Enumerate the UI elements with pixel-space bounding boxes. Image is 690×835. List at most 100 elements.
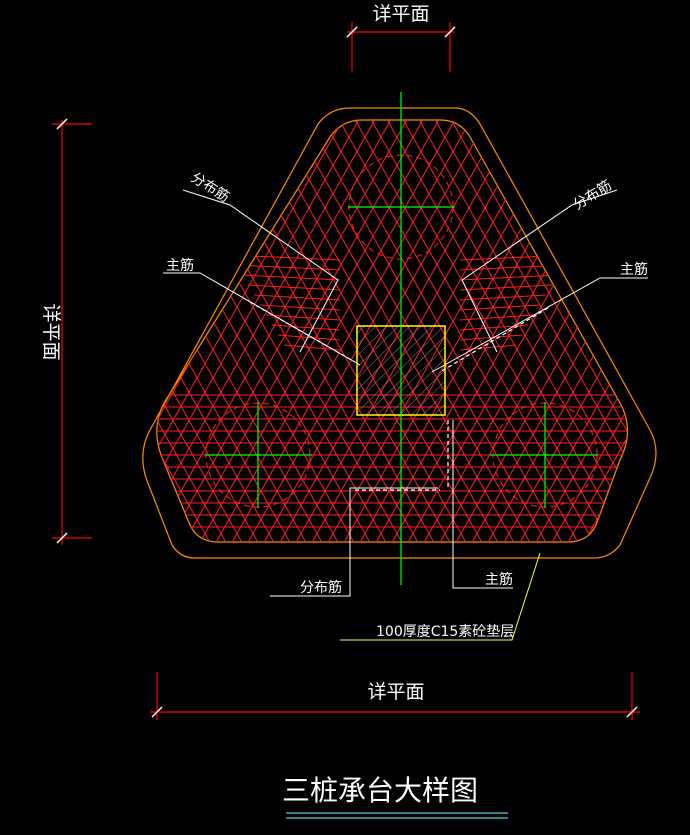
cushion-outline [142,107,657,559]
rebar-band [229,254,341,261]
rebar-band [459,304,541,311]
distribution-bar-upper-right-label: 分布筋 [570,177,615,214]
rebar-diagonal [0,100,134,550]
rebar-diagonal [156,120,343,542]
rebar-mesh [0,100,628,550]
rebar-diagonal [156,120,211,542]
rebar-diagonal [231,120,487,542]
rebar-diagonal [247,120,503,542]
rebar-diagonal [156,120,279,542]
rebar-diagonal [156,120,327,542]
main-bar-left-label: 主筋 [166,257,194,274]
rebar-diagonal [439,120,628,542]
rebar-diagonal [156,120,391,542]
rebar-band [459,274,559,281]
rebar-diagonal [263,120,519,542]
rebar-diagonal [156,120,387,542]
rebar-band [459,314,535,321]
rebar-diagonal [156,120,183,542]
rebar-diagonal [199,120,455,542]
rebar-diagonal [0,100,22,550]
rebar-diagonal [515,120,628,542]
rebar-diagonal [339,120,595,542]
rebar-diagonal [195,120,451,542]
rebar-band [241,274,341,281]
rebar-diagonal [156,120,179,542]
rebar-diagonal [327,120,583,542]
rebar-diagonal [156,120,407,542]
rebar-band [277,334,341,341]
rebar-diagonal [259,120,515,542]
rebar-diagonal [156,120,291,542]
rebar-diagonal [156,120,375,542]
rebar-diagonal [407,120,628,542]
rebar-diagonal [387,120,628,542]
rebar-diagonal [295,120,551,542]
rebar-band [459,334,523,341]
rebar-diagonal [535,120,628,542]
rebar-diagonal [615,120,628,542]
rebar-diagonal [0,100,130,550]
rebar-diagonal [156,120,263,542]
rebar-diagonal [156,120,199,542]
rebar-diagonal [156,120,167,542]
rebar-diagonal [579,120,628,542]
rebar-diagonal [156,120,339,542]
rebar-diagonal [243,120,499,542]
rebar-diagonal [156,120,355,542]
distribution-bar-bottom-label: 分布筋 [300,579,342,596]
rebar-diagonal [503,120,628,542]
rebar-diagonal [0,100,2,550]
rebar-band [253,294,341,301]
rebar-diagonal [403,120,628,542]
rebar-diagonal [531,120,628,542]
rebar-diagonal [547,120,628,542]
rebar-band [259,304,341,311]
rebar-diagonal [0,100,150,550]
rebar-diagonal [391,120,628,542]
rebar-diagonal [167,120,423,542]
rebar-diagonal [323,120,579,542]
rebar-band [459,324,529,331]
rebar-band [459,294,547,301]
main-bar-bottom-label: 主筋 [485,571,513,588]
rebar-diagonal [156,120,231,542]
rebar-diagonal [0,100,146,550]
rebar-diagonal [311,120,567,542]
leader-lines [163,189,648,641]
rebar-diagonal [227,120,483,542]
rebar-diagonal [275,120,531,542]
rebar-diagonal [211,120,467,542]
rebar-diagonal [156,120,247,542]
dimension-ticks [56,26,638,718]
rebar-diagonal [179,120,435,542]
rebar-diagonal [551,120,628,542]
rebar-diagonal [455,120,628,542]
tie-marks [249,301,549,491]
rebar-band [459,284,553,291]
rebar-band [247,284,341,291]
main-bar-right-label: 主筋 [620,261,648,278]
rebar-diagonal [156,120,359,542]
top-dimension-label: 详平面 [372,3,429,25]
rebar-diagonal [291,120,547,542]
rebar-diagonal [156,120,371,542]
rebar-diagonal [371,120,627,542]
rebar-diagonal [156,120,195,542]
rebar-diagonal [375,120,628,542]
rebar-diagonal [156,120,295,542]
rebar-diagonal [595,120,628,542]
axis-lines [205,92,598,585]
rebar-diagonal [156,120,163,542]
rebar-diagonal [563,120,628,542]
rebar-diagonal [0,100,34,550]
distribution-bar-upper-left-label: 分布筋 [188,169,233,206]
drawing-title: 三桩承台大样图 [282,774,478,807]
left-dimension-label: 详平面 [40,303,62,360]
rebar-band [271,324,341,331]
rebar-diagonal [487,120,628,542]
rebar-diagonal [156,120,307,542]
rebar-diagonal [0,100,38,550]
rebar-diagonal [156,120,243,542]
